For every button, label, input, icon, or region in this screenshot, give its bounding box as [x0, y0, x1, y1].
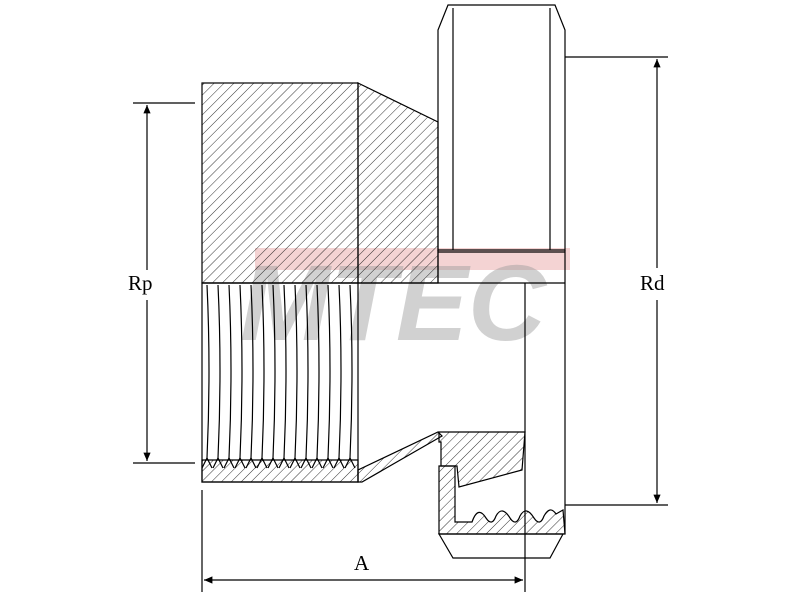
thread-tooth — [267, 456, 279, 469]
female-thread — [201, 282, 359, 483]
thread-tooth — [256, 456, 268, 469]
thread-tooth — [245, 456, 257, 469]
dimension-a — [201, 432, 526, 592]
thread-tooth — [333, 456, 345, 469]
thread-line — [327, 284, 331, 459]
thread-line — [206, 284, 210, 459]
thread-line — [239, 284, 243, 459]
thread-line — [272, 284, 276, 459]
body-collar — [438, 431, 526, 488]
thread-tooth — [234, 456, 246, 469]
thread-line — [217, 284, 221, 459]
thread-tooth — [201, 456, 213, 469]
thread-line — [283, 284, 287, 459]
body-upper-section — [201, 82, 439, 284]
thread-tooth — [223, 456, 235, 469]
thread-tooth — [278, 456, 290, 469]
dimension-rp — [133, 102, 195, 464]
thread-line — [305, 284, 309, 459]
thread-line — [261, 284, 265, 459]
nut-chamfer — [437, 533, 565, 559]
thread-line — [316, 284, 320, 459]
thread-tooth — [322, 456, 334, 469]
dimension-label-rp: Rp — [128, 271, 153, 295]
thread-line — [228, 284, 232, 459]
thread-tooth — [289, 456, 301, 469]
nut-thread-section — [438, 465, 566, 535]
dimension-label-rd: Rd — [640, 271, 665, 295]
thread-line — [349, 284, 353, 459]
thread-tooth — [300, 456, 312, 469]
thread-line — [250, 284, 254, 459]
thread-tooth — [212, 456, 224, 469]
dimension-rd — [565, 56, 668, 506]
thread-tooth — [344, 456, 356, 469]
body-lower-taper — [357, 431, 443, 483]
thread-tooth — [311, 456, 323, 469]
dimension-label-a: A — [354, 551, 370, 575]
thread-line — [294, 284, 298, 459]
hex-nut — [437, 4, 566, 534]
thread-line — [338, 284, 342, 459]
